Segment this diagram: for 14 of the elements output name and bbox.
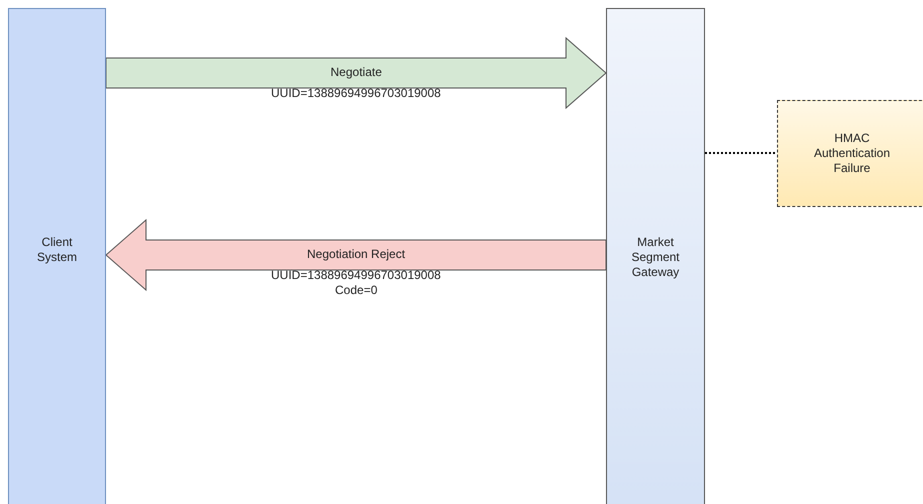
message-note: Code=0	[335, 283, 378, 298]
node-label: Client System	[36, 235, 78, 265]
node-label: HMAC Authentication Failure	[812, 131, 892, 176]
note-box	[777, 100, 923, 207]
block-arrow	[105, 218, 606, 292]
edge-label: Negotiate	[330, 65, 382, 80]
block-arrow	[106, 36, 607, 110]
node-label: Market Segment Gateway	[630, 235, 681, 280]
message-note: UUID=13889694996703019008	[271, 86, 441, 101]
connector-line	[705, 152, 777, 154]
edge-label: Negotiation Reject	[307, 247, 406, 262]
message-note: UUID=13889694996703019008	[271, 268, 441, 283]
participant-bar	[8, 8, 106, 504]
participant-bar	[606, 8, 705, 504]
